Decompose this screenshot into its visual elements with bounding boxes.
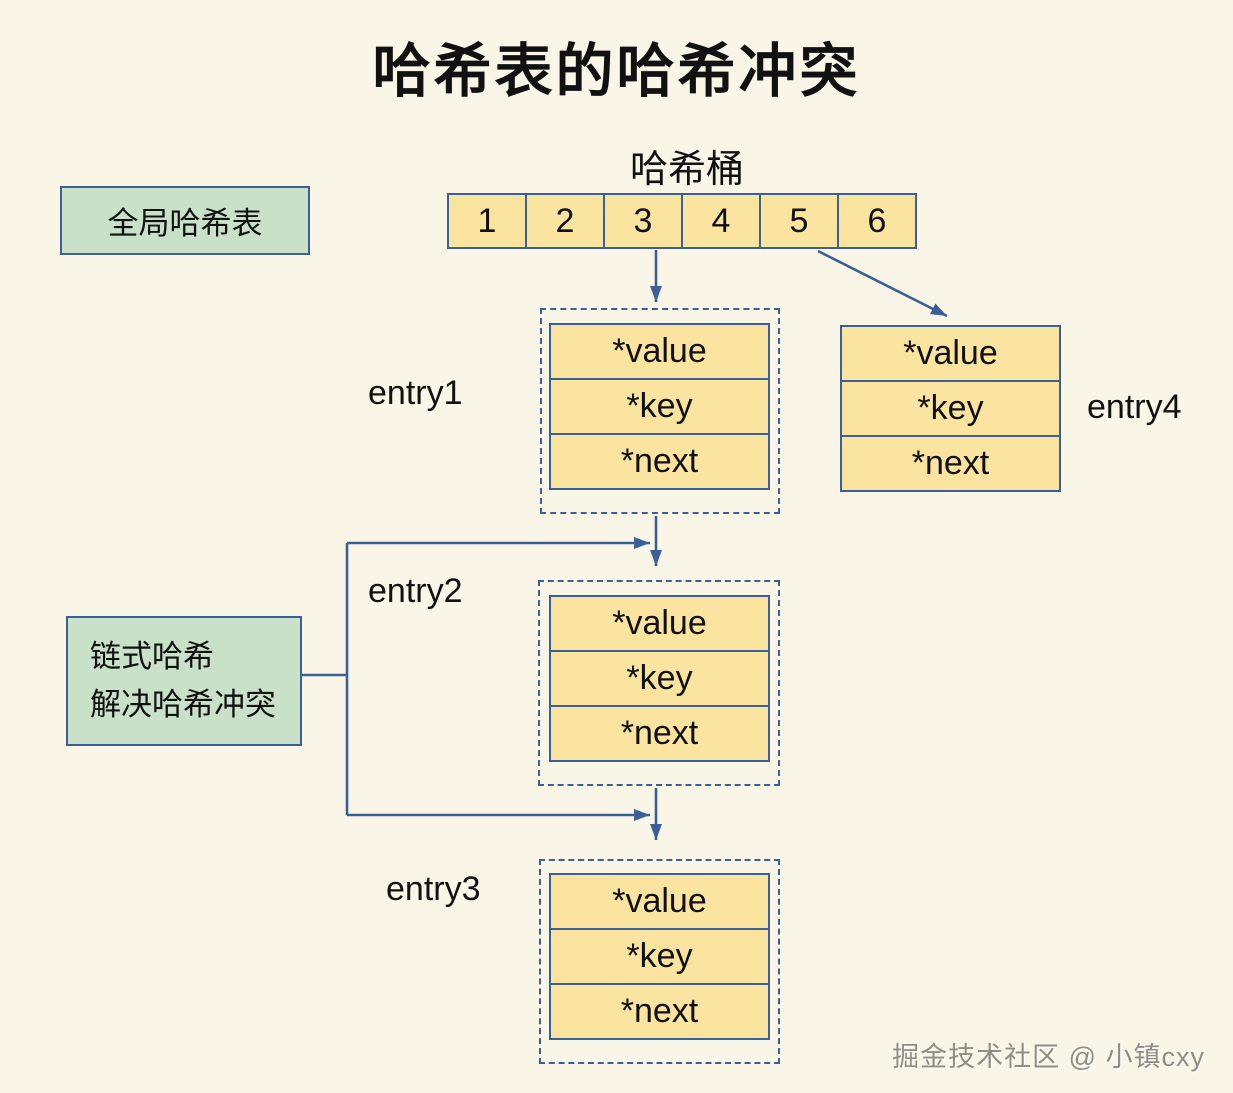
chained-hash-line1: 链式哈希 [90, 638, 214, 674]
entry4-field-next: *next [840, 435, 1061, 492]
bucket-cell-3: 3 [603, 193, 683, 249]
entry1-field-key: *key [549, 378, 770, 435]
entry1-field-next: *next [549, 433, 770, 490]
global-hash-table-box: 全局哈希表 [60, 186, 310, 255]
bucket-cell-4: 4 [681, 193, 761, 249]
entry3-field-key: *key [549, 928, 770, 985]
entry4-field-key: *key [840, 380, 1061, 437]
entry4-label: entry4 [1087, 388, 1182, 426]
chained-hash-line2: 解决哈希冲突 [90, 687, 276, 722]
bucket-cell-6: 6 [837, 193, 917, 249]
global-hash-table-label: 全局哈希表 [107, 206, 263, 241]
arrow-bucket5-entry4 [817, 249, 948, 318]
entry1-field-value: *value [549, 323, 770, 380]
entry2-group [538, 580, 780, 786]
entry3-field-next: *next [549, 983, 770, 1040]
entry2-field-next: *next [549, 705, 770, 762]
page-title: 哈希表的哈希冲突 [372, 39, 861, 104]
entry2-rows: *value *key *next [549, 595, 770, 762]
entry4-field-value: *value [840, 325, 1061, 382]
entry2-field-value: *value [549, 595, 770, 652]
entry1-rows: *value *key *next [549, 323, 770, 490]
entry4-rows: *value *key *next [840, 325, 1061, 492]
bucket-cell-2: 2 [525, 193, 605, 249]
hash-bucket-row: 1 2 3 4 5 6 [447, 193, 917, 249]
hash-bucket-label: 哈希桶 [629, 149, 744, 191]
entry2-field-key: *key [549, 650, 770, 707]
entry2-label: entry2 [368, 572, 463, 610]
watermark: 掘金技术社区 @ 小镇cxy [892, 1042, 1205, 1072]
entry3-rows: *value *key *next [549, 873, 770, 1040]
entry1-group [540, 308, 780, 514]
chained-hash-box: 链式哈希 解决哈希冲突 [66, 616, 302, 746]
bucket-cell-1: 1 [447, 193, 527, 249]
entry1-label: entry1 [368, 374, 463, 412]
entry3-label: entry3 [386, 870, 481, 908]
entry3-group [539, 859, 780, 1064]
bucket-cell-5: 5 [759, 193, 839, 249]
entry3-field-value: *value [549, 873, 770, 930]
